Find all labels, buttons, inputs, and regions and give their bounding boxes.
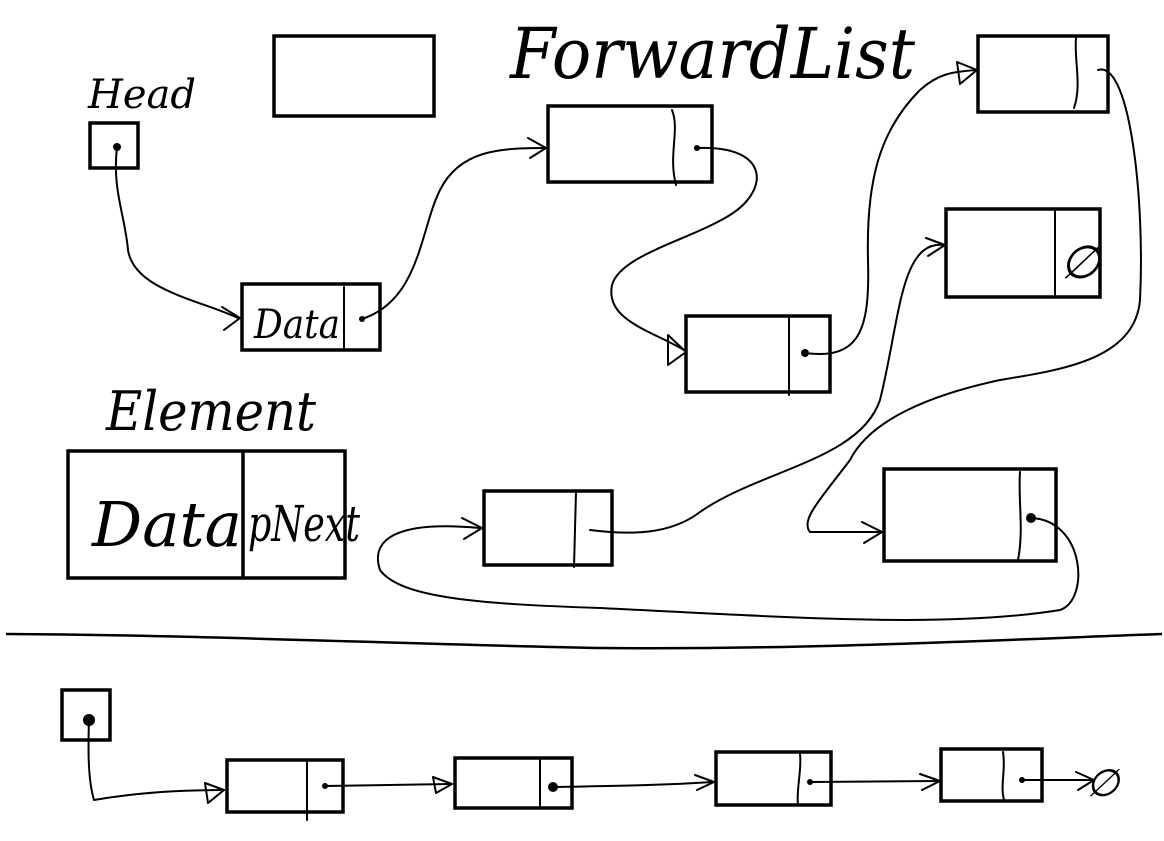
list-node-5-tail: ∅ [944, 207, 1102, 299]
node-box [240, 282, 382, 352]
bottom-head-pointer-box [60, 688, 112, 742]
list-node-1: Data [240, 282, 382, 352]
node1-to-node2-arrow [361, 147, 546, 320]
node2-to-node3-arrow [610, 146, 758, 351]
bottom-arrow-3-4 [809, 780, 939, 783]
element-box [66, 449, 347, 580]
node7-to-node5-arrow [589, 243, 945, 534]
node-box [482, 489, 614, 567]
list-node-3 [684, 314, 832, 396]
bottom-arrow-1-2 [324, 783, 451, 787]
node-box [939, 747, 1044, 803]
bottom-arrow-2-3 [552, 781, 713, 788]
element-structure: Data pNext [66, 449, 361, 580]
node-box [944, 207, 1102, 299]
head-pointer-box [88, 121, 140, 170]
head-to-node1-arrow [114, 146, 239, 319]
bottom-node-3 [714, 750, 833, 807]
bottom-node-1 [225, 758, 345, 821]
list-node-4 [976, 34, 1110, 114]
bottom-node-4 [939, 747, 1044, 803]
node-data-label: Data [253, 302, 340, 348]
list-node-7 [482, 489, 614, 568]
node-box [453, 756, 574, 810]
node-box [546, 104, 714, 184]
bottom-null-symbol: ∅ [1086, 761, 1121, 805]
node-box [976, 34, 1110, 114]
element-data-field: Data [91, 488, 242, 561]
empty-box [272, 34, 436, 118]
section-divider [5, 632, 1163, 650]
bottom-node-2 [453, 756, 574, 810]
element-label: Element [105, 380, 316, 443]
bottom-head-arrow [87, 719, 225, 801]
node6-to-node7-arrow [376, 517, 1080, 621]
list-node-2 [546, 104, 714, 186]
element-pnext-field: pNext [248, 495, 361, 553]
null-symbol: ∅ [1060, 235, 1102, 289]
node-box [882, 467, 1058, 563]
diagram-title: ForwardList [508, 13, 916, 95]
node4-to-node6-arrow [806, 68, 1142, 533]
node3-to-node4-arrow [804, 69, 977, 355]
node-box [714, 750, 833, 807]
list-node-6 [882, 467, 1058, 563]
head-label: Head [87, 72, 196, 118]
